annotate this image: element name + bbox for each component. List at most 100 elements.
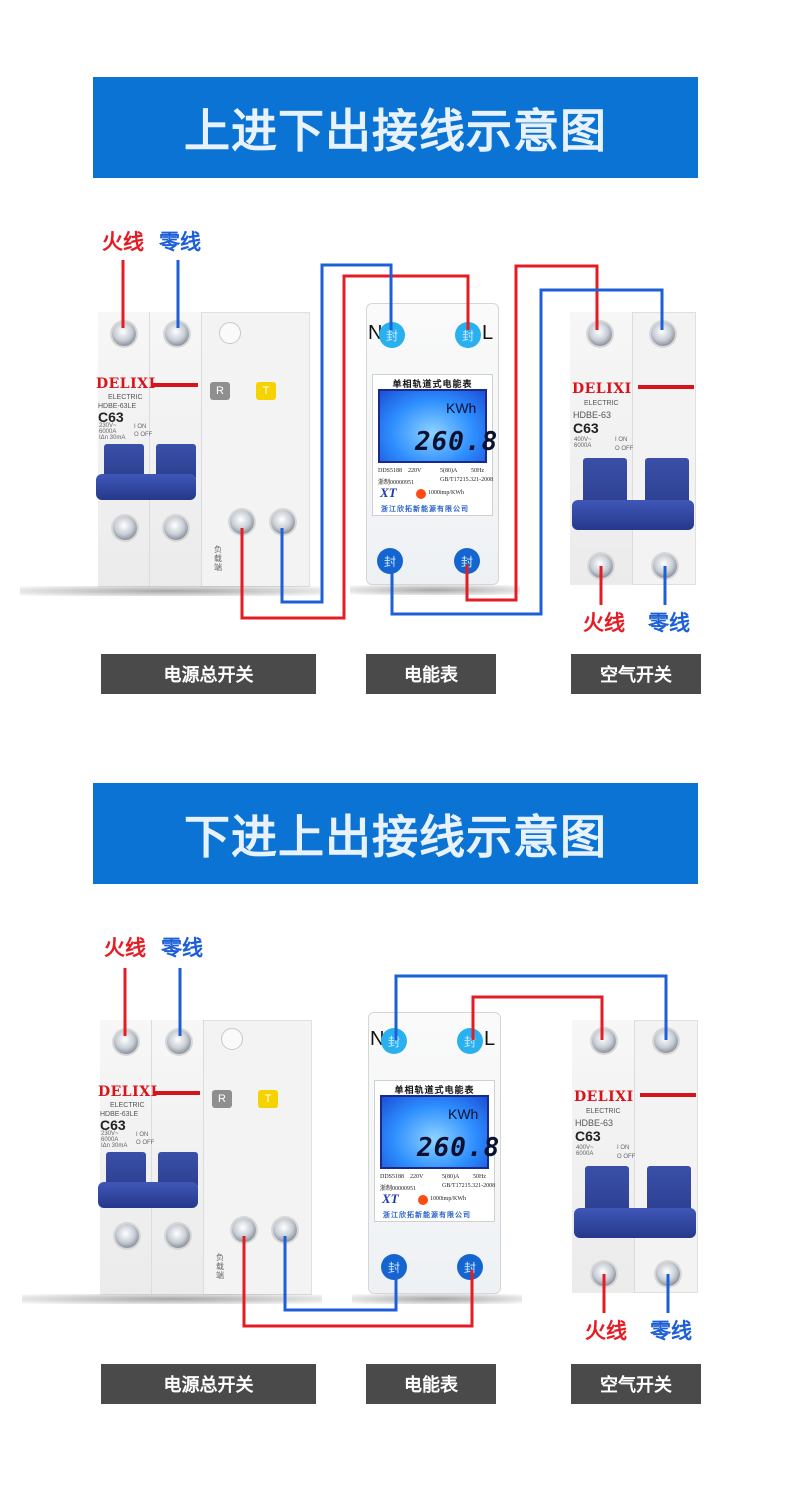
terminal-screw-icon [165,322,189,346]
test-button[interactable]: T [256,382,276,400]
air-switch-pole-1 [572,1020,635,1293]
section-title-banner: 上进下出接线示意图 [93,77,698,178]
meter-impulse: 1000imp/KWh [428,490,464,496]
brand-sub: ELECTRIC [584,400,619,407]
brand-mark: XT [382,1191,399,1206]
red-stripe [154,1091,200,1095]
caption-meter: 电能表 [366,654,496,694]
spec-breaking: 6000A [101,1137,119,1143]
terminal-screw-icon [588,322,612,346]
red-stripe [152,383,198,387]
seal-icon: 封 [377,548,403,574]
indicator-window [219,322,241,344]
seal-icon: 封 [457,1028,483,1054]
brand-logo: DELIXI [572,381,632,397]
lcd-reading: 260.8 [415,427,499,457]
lcd-unit: KWh [446,400,477,416]
brand-logo: DELIXI [574,1089,634,1105]
terminal-screw-icon [656,1262,680,1286]
load-side-label: 负载端 [214,545,222,573]
live-wire-label: 火线 [102,230,144,254]
meter-voltage: 220V [408,468,422,474]
meter-voltage: 220V [410,1174,424,1180]
spec-voltage: 230V~ [99,423,117,429]
spec-voltage: 400V~ [576,1145,594,1151]
switch-handle[interactable] [647,1166,691,1216]
neutral-wire-label: 零线 [648,611,690,635]
off-label: O OFF [615,446,634,452]
rating-label: C63 [573,420,599,436]
model-number: HDBE-63LE [100,1111,139,1118]
neutral-wire-label: 零线 [650,1319,692,1343]
handle-tie-bar[interactable] [96,474,196,500]
handle-tie-bar[interactable] [572,500,694,530]
terminal-screw-icon [592,1262,616,1286]
seal-icon: 封 [455,322,481,348]
rating-label: C63 [575,1128,601,1144]
load-side-label: 负载端 [216,1253,224,1281]
terminal-screw-icon [273,1218,297,1242]
live-wire-label: 火线 [104,936,146,960]
terminal-screw-icon [654,1029,678,1053]
spec-residual: IΔn 30mA [99,435,126,441]
brand-mark: XT [380,485,397,500]
meter-current: 5(80)A [442,1174,460,1180]
on-label: I ON [617,1145,630,1151]
spec-residual: IΔn 30mA [101,1143,128,1149]
meter-model: DDS5188 [378,468,403,474]
red-stripe [640,1093,696,1097]
terminal-screw-icon [592,1029,616,1053]
pulse-led-icon [418,1195,428,1205]
terminal-screw-icon [651,322,675,346]
diagram-top-in-bottom-out: 上进下出接线示意图 火线 零线 DELIXI ELECTRIC HDBE-63L… [0,0,790,730]
terminal-screw-icon [112,322,136,346]
brand-logo: DELIXI [96,376,156,392]
seal-icon: 封 [454,548,480,574]
meter-standard: GB/T17215.321-2008 [440,477,494,483]
model-number: HDBE-63LE [98,403,137,410]
off-label: O OFF [134,432,153,438]
caption-meter: 电能表 [366,1364,496,1404]
reset-button[interactable]: R [210,382,230,400]
meter-frequency: 50Hz [473,1174,486,1180]
section-title-banner: 下进上出接线示意图 [93,783,698,884]
shadow [352,1294,522,1304]
meter-title: 单相轨道式电能表 [394,1086,475,1096]
handle-tie-bar[interactable] [98,1182,198,1208]
spec-breaking: 6000A [99,429,117,435]
spec-breaking: 6000A [576,1151,594,1157]
terminal-screw-icon [166,1224,190,1248]
shadow [20,586,320,596]
terminal-screw-icon [164,516,188,540]
brand-logo: DELIXI [98,1084,158,1100]
meter-impulse: 1000imp/KWh [430,1196,466,1202]
shadow [22,1294,322,1304]
seal-icon: 封 [381,1254,407,1280]
neutral-wire-label: 零线 [159,230,201,254]
rating-label: C63 [100,1117,126,1133]
seal-icon: 封 [379,322,405,348]
terminal-screw-icon [113,516,137,540]
meter-company: 浙江欣拓新能源有限公司 [381,505,469,513]
switch-handle[interactable] [585,1166,629,1216]
seal-icon: 封 [457,1254,483,1280]
terminal-screw-icon [115,1224,139,1248]
meter-frequency: 50Hz [471,468,484,474]
terminal-n-label: N [370,1028,385,1050]
test-button[interactable]: T [258,1090,278,1108]
caption-main-switch: 电源总开关 [101,1364,316,1404]
model-number: HDBE-63 [573,410,612,420]
caption-air-switch: 空气开关 [571,1364,701,1404]
model-number: HDBE-63 [575,1118,614,1128]
terminal-screw-icon [114,1030,138,1054]
handle-tie-bar[interactable] [574,1208,696,1238]
brand-sub: ELECTRIC [586,1108,621,1115]
caption-main-switch: 电源总开关 [101,654,316,694]
indicator-window [221,1028,243,1050]
rating-label: C63 [98,409,124,425]
terminal-screw-icon [589,554,613,578]
terminal-screw-icon [653,554,677,578]
reset-button[interactable]: R [212,1090,232,1108]
off-label: O OFF [617,1154,636,1160]
seal-icon: 封 [381,1028,407,1054]
